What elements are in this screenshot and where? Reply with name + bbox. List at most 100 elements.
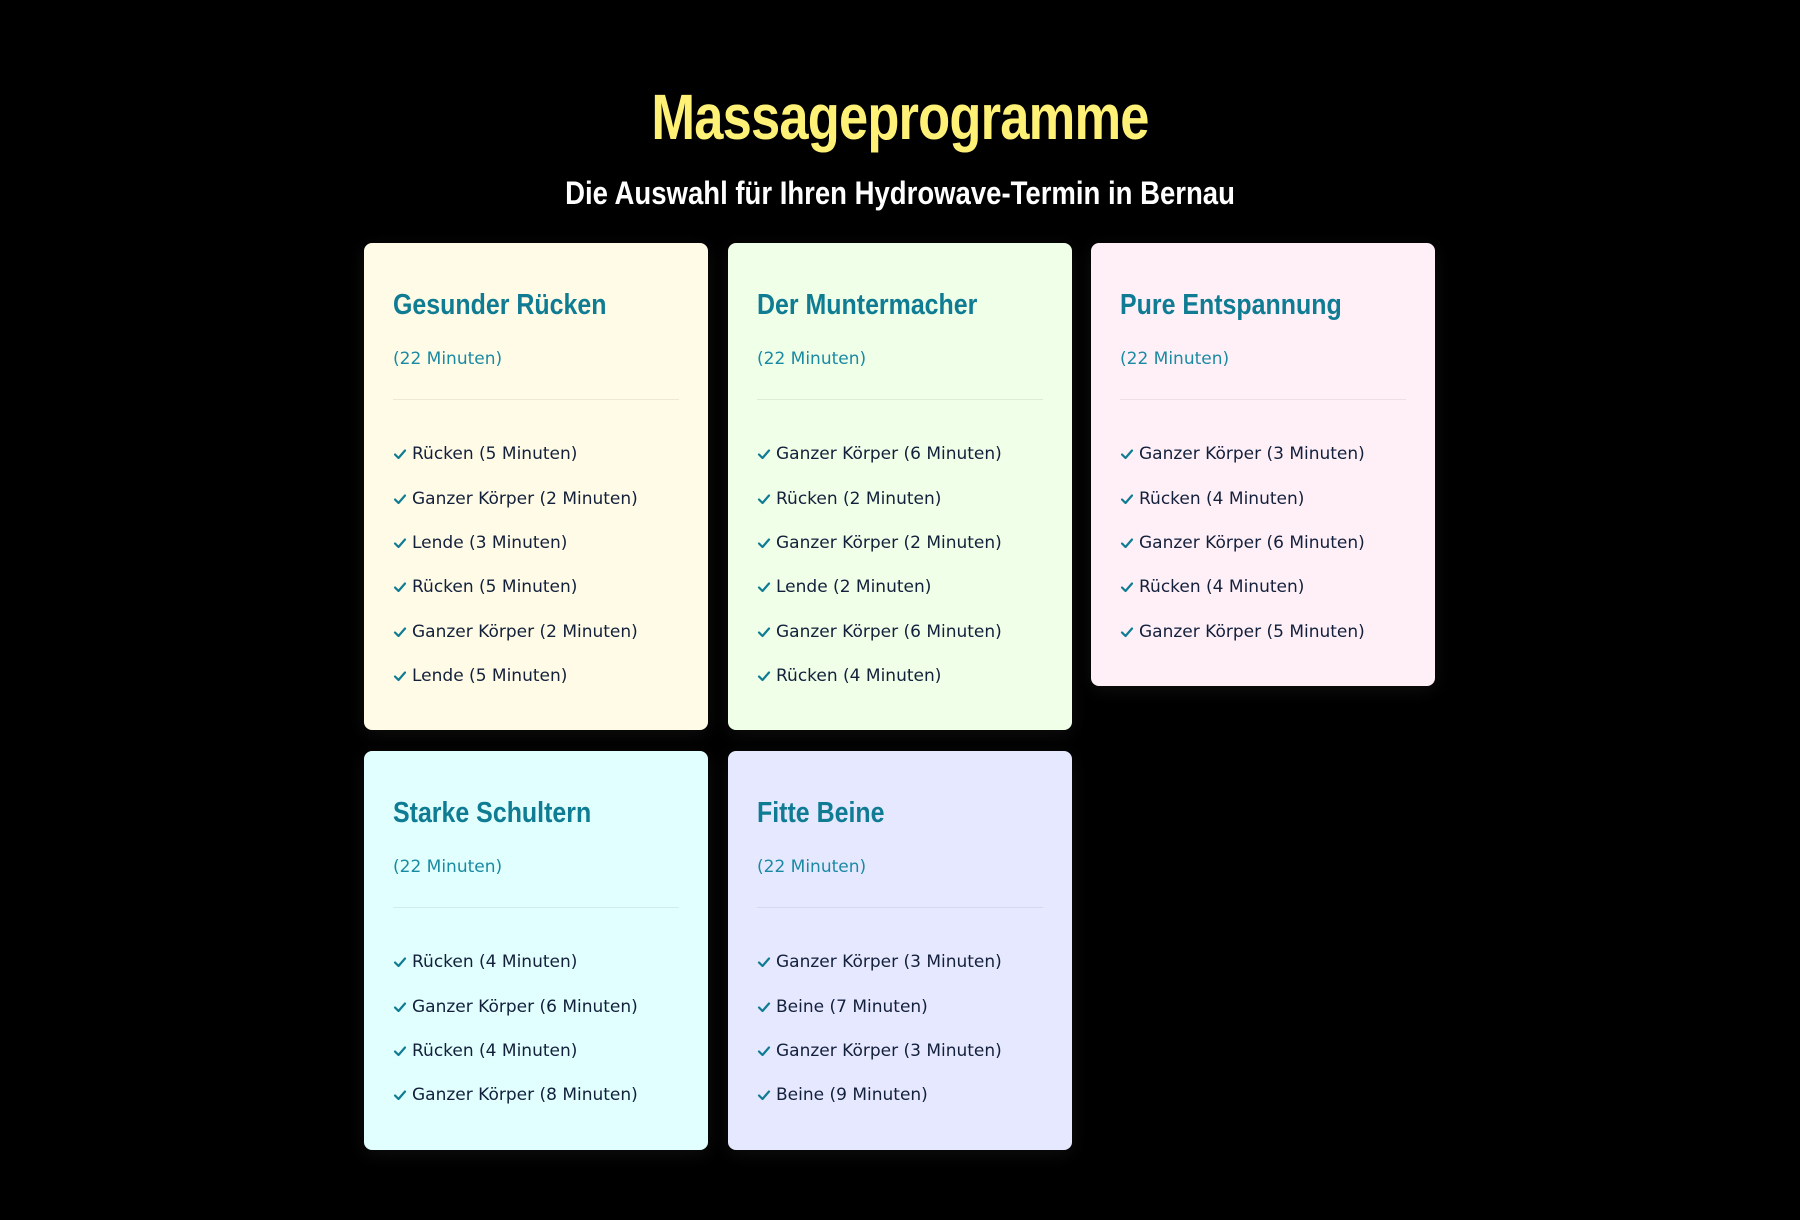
card-divider <box>393 399 679 400</box>
card-divider <box>757 399 1043 400</box>
list-item: Beine (9 Minuten) <box>757 1073 1043 1117</box>
check-icon <box>393 1000 407 1014</box>
list-item: Ganzer Körper (2 Minuten) <box>757 521 1043 565</box>
list-item: Ganzer Körper (6 Minuten) <box>393 984 679 1028</box>
list-item: Ganzer Körper (3 Minuten) <box>1120 432 1406 476</box>
step-label: Ganzer Körper (3 Minuten) <box>776 1040 1002 1061</box>
check-icon <box>757 1088 771 1102</box>
list-item: Rücken (5 Minuten) <box>393 432 679 476</box>
check-icon <box>757 536 771 550</box>
step-label: Lende (3 Minuten) <box>412 532 568 553</box>
list-item: Ganzer Körper (5 Minuten) <box>1120 610 1406 654</box>
list-item: Ganzer Körper (3 Minuten) <box>757 1029 1043 1073</box>
check-icon <box>393 1044 407 1058</box>
list-item: Rücken (4 Minuten) <box>393 940 679 984</box>
list-item: Lende (5 Minuten) <box>393 654 679 698</box>
page-subtitle: Die Auswahl für Ihren Hydrowave-Termin i… <box>565 175 1235 211</box>
program-card: Pure Entspannung (22 Minuten) Ganzer Körpe… <box>1091 243 1435 686</box>
program-steps: Rücken (4 Minuten) Ganzer Körper (6 Minut… <box>393 940 679 1118</box>
check-icon <box>393 625 407 639</box>
step-label: Beine (7 Minuten) <box>776 996 928 1017</box>
check-icon <box>757 625 771 639</box>
list-item: Rücken (4 Minuten) <box>393 1029 679 1073</box>
step-label: Rücken (4 Minuten) <box>412 952 578 973</box>
step-label: Rücken (5 Minuten) <box>412 577 578 598</box>
program-duration: (22 Minuten) <box>757 857 867 877</box>
program-steps: Ganzer Körper (6 Minuten) Rücken (2 Minut… <box>757 432 1043 698</box>
check-icon <box>757 669 771 683</box>
program-card: Gesunder Rücken(22 Minuten)Rücken (5 Min… <box>364 243 708 730</box>
check-icon <box>757 955 771 969</box>
program-title: Starke Schultern <box>393 797 592 829</box>
list-item: Ganzer Körper (2 Minuten) <box>393 610 679 654</box>
list-item: Rücken (4 Minuten) <box>757 654 1043 698</box>
check-icon <box>393 447 407 461</box>
check-icon <box>757 492 771 506</box>
list-item: Rücken (2 Minuten) <box>757 476 1043 520</box>
step-label: Ganzer Körper (3 Minuten) <box>1139 444 1365 465</box>
list-item: Rücken (4 Minuten) <box>1120 565 1406 609</box>
step-label: Ganzer Körper (6 Minuten) <box>412 996 638 1017</box>
card-divider <box>1120 399 1406 400</box>
check-icon <box>1120 536 1134 550</box>
check-icon <box>393 492 407 506</box>
program-title: Pure Entspannung <box>1120 289 1342 321</box>
step-label: Rücken (5 Minuten) <box>412 444 578 465</box>
step-label: Ganzer Körper (2 Minuten) <box>412 488 638 509</box>
program-steps: Ganzer Körper (3 Minuten) Beine (7 Minute… <box>757 940 1043 1118</box>
step-label: Beine (9 Minuten) <box>776 1085 928 1106</box>
step-label: Ganzer Körper (3 Minuten) <box>776 952 1002 973</box>
program-card: Starke Schultern (22 Minuten) Rücken (4 Mi… <box>364 751 708 1150</box>
program-duration: (22 Minuten) <box>1120 349 1230 369</box>
check-icon <box>757 1044 771 1058</box>
check-icon <box>757 580 771 594</box>
check-icon <box>1120 447 1134 461</box>
program-title: Der Muntermacher <box>757 289 978 321</box>
step-label: Rücken (4 Minuten) <box>412 1040 578 1061</box>
step-label: Rücken (2 Minuten) <box>776 488 942 509</box>
step-label: Rücken (4 Minuten) <box>1139 577 1305 598</box>
card-divider <box>393 907 679 908</box>
list-item: Ganzer Körper (2 Minuten) <box>393 476 679 520</box>
step-label: Ganzer Körper (6 Minuten) <box>776 621 1002 642</box>
card-divider <box>757 907 1043 908</box>
list-item: Ganzer Körper (6 Minuten) <box>1120 521 1406 565</box>
check-icon <box>393 580 407 594</box>
check-icon <box>393 669 407 683</box>
step-label: Ganzer Körper (2 Minuten) <box>412 621 638 642</box>
check-icon <box>757 447 771 461</box>
program-title: Fitte Beine <box>757 797 885 829</box>
program-duration: (22 Minuten) <box>393 857 503 877</box>
check-icon <box>393 536 407 550</box>
step-label: Ganzer Körper (6 Minuten) <box>1139 532 1365 553</box>
program-duration: (22 Minuten) <box>757 349 867 369</box>
list-item: Ganzer Körper (8 Minuten) <box>393 1073 679 1117</box>
check-icon <box>757 1000 771 1014</box>
program-card: Der Muntermacher (22 Minuten) Ganzer Körpe… <box>728 243 1072 730</box>
program-steps: Rücken (5 Minuten) Ganzer Körper (2 Minut… <box>393 432 679 698</box>
list-item: Rücken (5 Minuten) <box>393 565 679 609</box>
step-label: Rücken (4 Minuten) <box>776 666 942 687</box>
list-item: Rücken (4 Minuten) <box>1120 476 1406 520</box>
list-item: Lende (2 Minuten) <box>757 565 1043 609</box>
step-label: Ganzer Körper (6 Minuten) <box>776 444 1002 465</box>
program-steps: Ganzer Körper (3 Minuten) Rücken (4 Minut… <box>1120 432 1406 654</box>
check-icon <box>1120 492 1134 506</box>
list-item: Beine (7 Minuten) <box>757 984 1043 1028</box>
program-duration: (22 Minuten) <box>393 349 503 369</box>
step-label: Lende (5 Minuten) <box>412 666 568 687</box>
page-title: Massageprogramme <box>651 81 1149 153</box>
step-label: Ganzer Körper (8 Minuten) <box>412 1085 638 1106</box>
check-icon <box>1120 580 1134 594</box>
check-icon <box>393 955 407 969</box>
step-label: Lende (2 Minuten) <box>776 577 932 598</box>
step-label: Ganzer Körper (5 Minuten) <box>1139 621 1365 642</box>
check-icon <box>1120 625 1134 639</box>
list-item: Ganzer Körper (3 Minuten) <box>757 940 1043 984</box>
check-icon <box>393 1088 407 1102</box>
step-label: Ganzer Körper (2 Minuten) <box>776 532 1002 553</box>
list-item: Ganzer Körper (6 Minuten) <box>757 610 1043 654</box>
list-item: Lende (3 Minuten) <box>393 521 679 565</box>
step-label: Rücken (4 Minuten) <box>1139 488 1305 509</box>
